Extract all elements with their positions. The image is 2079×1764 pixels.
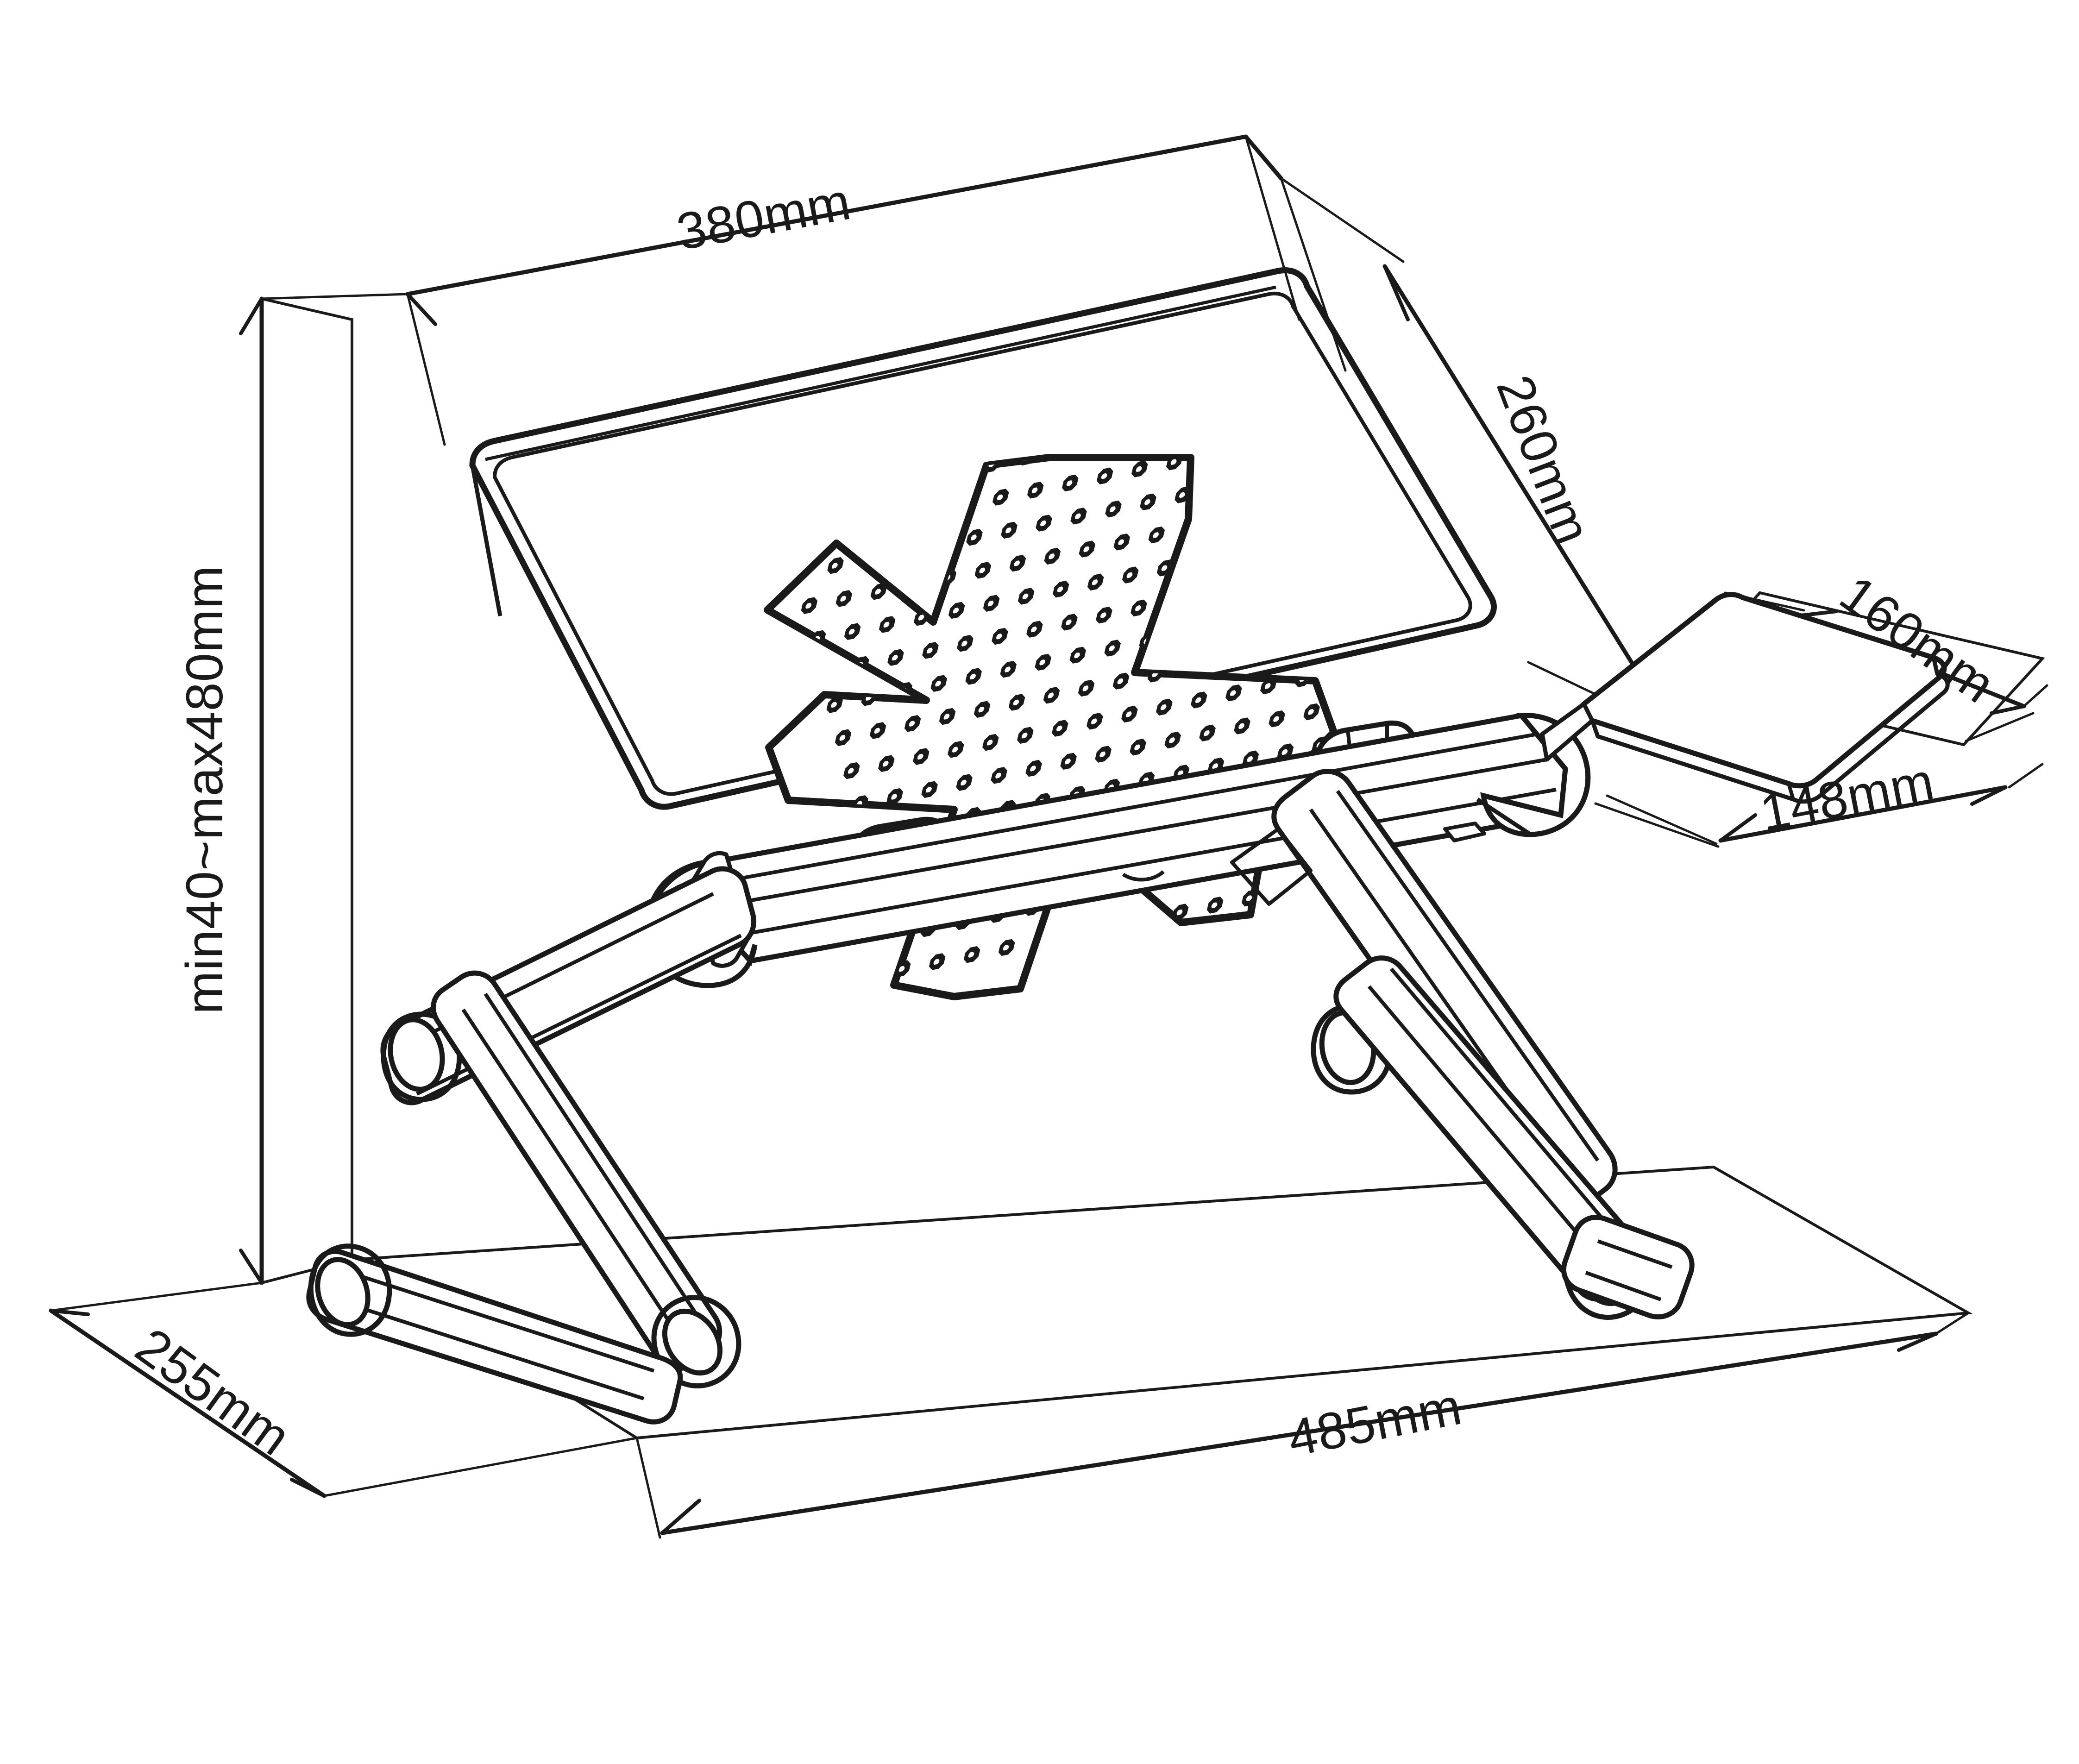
- dim-height-range: [239, 293, 409, 1285]
- dim-260mm: [1280, 177, 1680, 735]
- dim-148mm: [1594, 763, 2044, 848]
- dim-255mm: [49, 1281, 638, 1498]
- leg-right: [1230, 769, 1695, 1320]
- side-mouse-tray: [1540, 592, 1950, 804]
- leg-left: [306, 851, 756, 1425]
- dim-485mm: [635, 1312, 1970, 1539]
- dim-label-height-range: min40~max480mm: [176, 565, 233, 1015]
- dim-380mm: [405, 134, 1347, 446]
- dim-label-380mm: 380mm: [672, 172, 855, 261]
- dim-label-485mm: 485mm: [1283, 1377, 1466, 1468]
- laptop-tray: [469, 267, 1497, 810]
- dim-label-255mm: 255mm: [126, 1317, 301, 1467]
